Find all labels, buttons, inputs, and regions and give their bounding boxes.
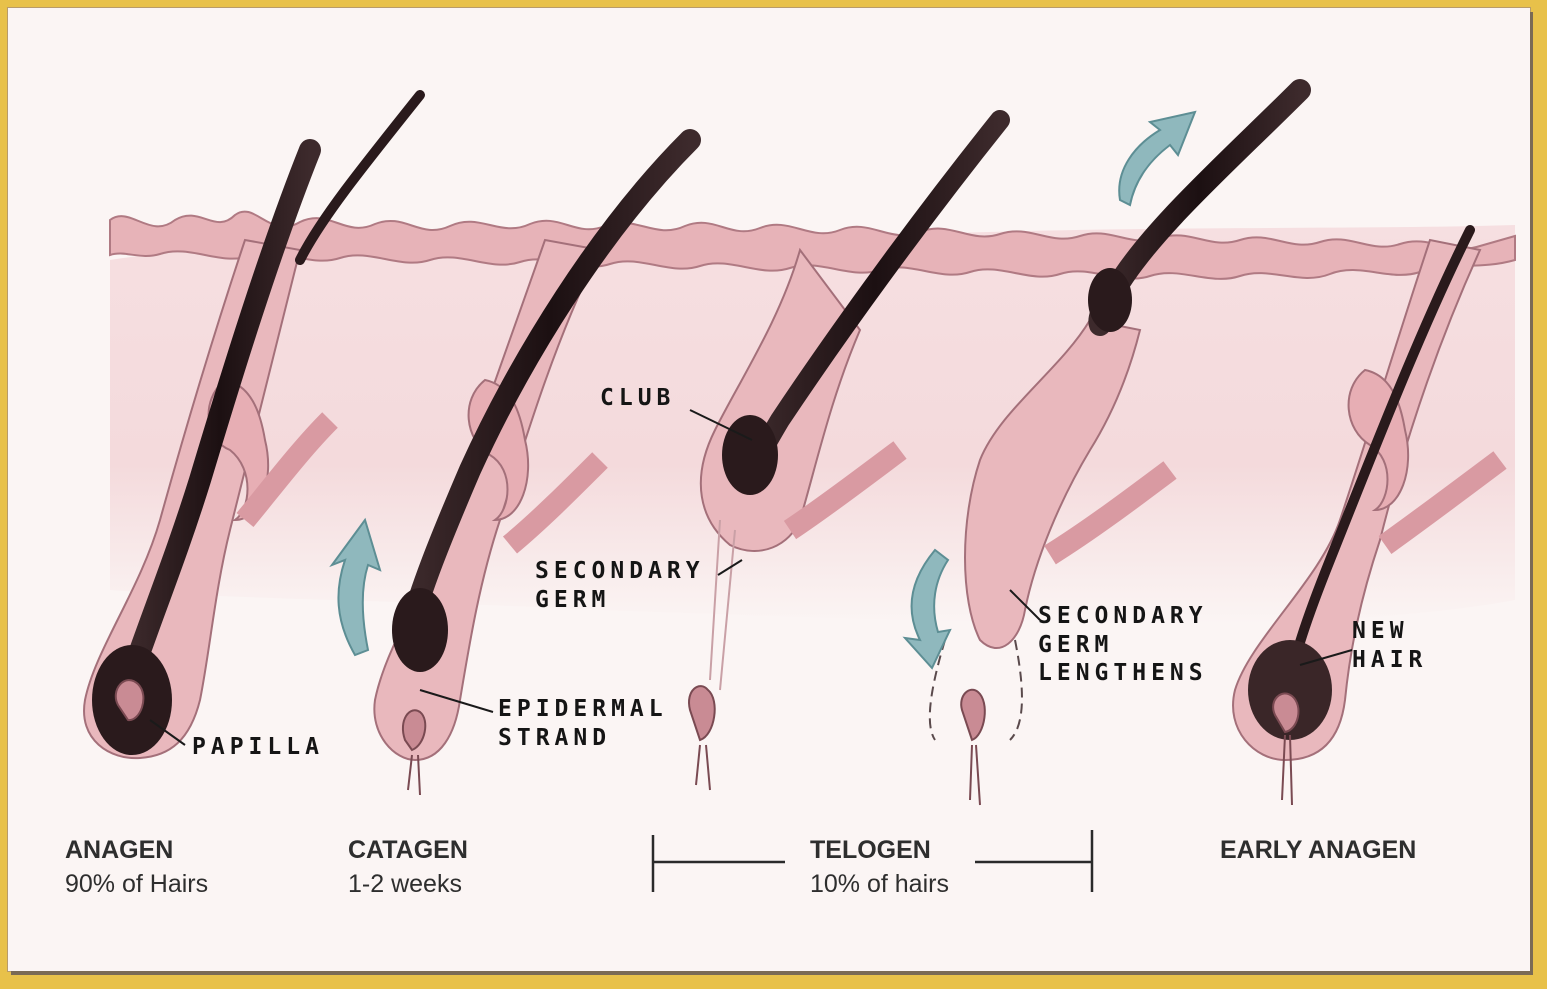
label-lengthens-line3: LENGTHENS xyxy=(1038,660,1208,686)
stage-early-anagen-name: EARLY ANAGEN xyxy=(1220,836,1416,864)
label-papilla: PAPILLA xyxy=(192,734,324,760)
stage-catagen-sub: 1-2 weeks xyxy=(348,870,462,898)
label-club: CLUB xyxy=(600,385,675,411)
label-secondary-germ-line2: GERM xyxy=(535,587,610,613)
stage-anagen-sub: 90% of Hairs xyxy=(65,870,208,898)
stage-telogen-name: TELOGEN xyxy=(810,836,931,864)
label-epidermal-line1: EPIDERMAL xyxy=(498,696,668,722)
label-lengthens-line2: GERM xyxy=(1038,632,1113,658)
label-new-hair-line1: NEW xyxy=(1352,618,1409,644)
label-lengthens-line1: SECONDARY xyxy=(1038,603,1208,629)
stage-telogen-sub: 10% of hairs xyxy=(810,870,949,898)
label-secondary-germ-line1: SECONDARY xyxy=(535,558,705,584)
label-epidermal-line2: STRAND xyxy=(498,725,611,751)
label-new-hair-line2: HAIR xyxy=(1352,647,1427,673)
stage-anagen-name: ANAGEN xyxy=(65,836,173,864)
stage-catagen-name: CATAGEN xyxy=(348,836,468,864)
